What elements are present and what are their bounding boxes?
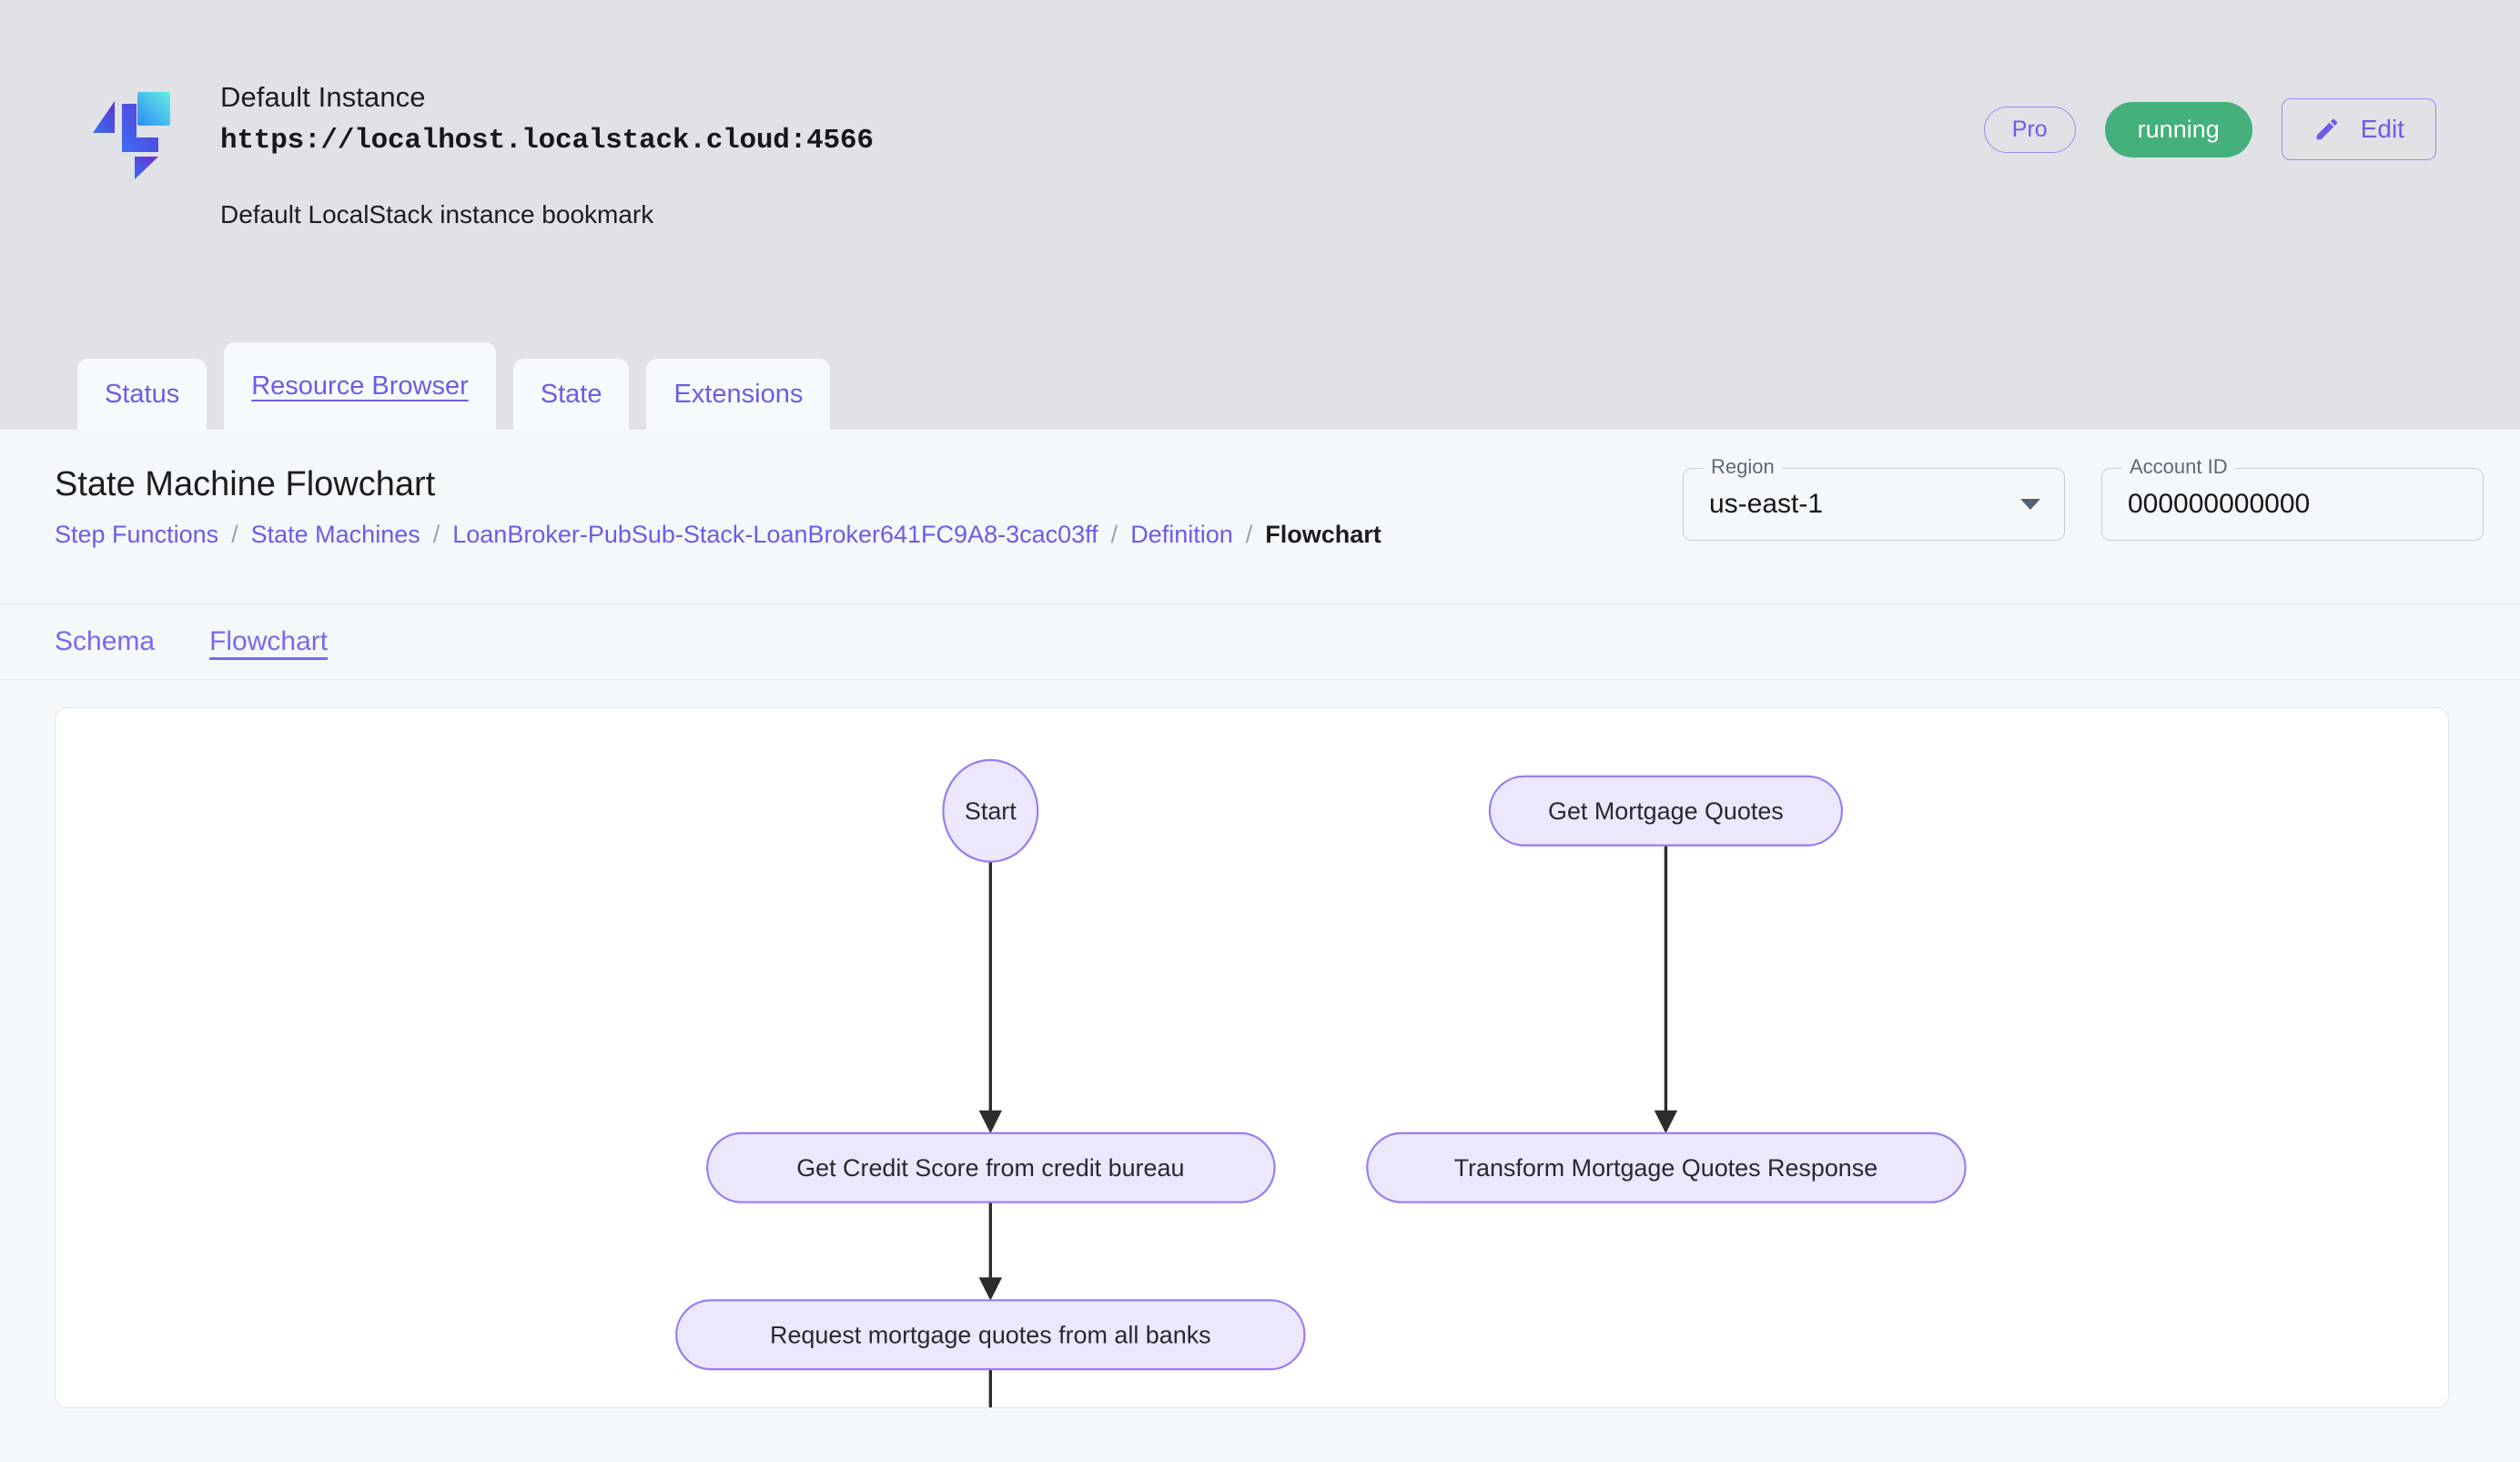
pencil-icon — [2313, 116, 2341, 143]
account-id-label: Account ID — [2122, 455, 2235, 479]
flow-node-request-quotes-label: Request mortgage quotes from all banks — [770, 1321, 1211, 1348]
tab-extensions-label: Extensions — [673, 379, 804, 409]
flow-node-transform-response-label: Transform Mortgage Quotes Response — [1454, 1154, 1878, 1182]
tab-state[interactable]: State — [512, 359, 630, 430]
instance-name: Default Instance — [220, 81, 426, 113]
tab-extensions[interactable]: Extensions — [646, 359, 831, 430]
flow-node-credit-score[interactable]: Get Credit Score from credit bureau — [706, 1132, 1276, 1203]
breadcrumb-item-definition[interactable]: Definition — [1130, 520, 1233, 548]
breadcrumb-separator: / — [231, 520, 238, 548]
flow-node-get-mortgage-quotes-label: Get Mortgage Quotes — [1548, 797, 1784, 825]
account-id-value: 000000000000 — [2128, 489, 2311, 519]
flowchart-card[interactable]: Start Get Credit Score from credit burea… — [55, 707, 2449, 1408]
selectors: Region us-east-1 Account ID 000000000000 — [1683, 455, 2484, 541]
chevron-down-icon[interactable] — [2020, 499, 2040, 510]
header-actions: Pro running Edit — [1983, 98, 2436, 160]
region-label: Region — [1704, 455, 1782, 479]
edit-button[interactable]: Edit — [2281, 98, 2436, 160]
page-title: State Machine Flowchart — [55, 465, 436, 503]
breadcrumb-item-state-machines[interactable]: State Machines — [250, 520, 420, 548]
region-value: us-east-1 — [1709, 489, 1824, 519]
main-tab-strip: Status Resource Browser State Extensions — [0, 342, 2520, 430]
flowchart-canvas-wrapper: Start Get Credit Score from credit burea… — [0, 680, 2520, 1450]
status-badge[interactable]: running — [2104, 101, 2252, 157]
localstack-logo-icon — [87, 87, 175, 182]
flow-node-start[interactable]: Start — [942, 758, 1039, 863]
account-id-field[interactable]: Account ID 000000000000 — [2101, 455, 2484, 541]
page-header: State Machine Flowchart Step Functions /… — [0, 430, 2520, 604]
breadcrumb-separator: / — [1245, 520, 1253, 548]
flow-edges — [978, 845, 1678, 1407]
breadcrumb-separator: / — [432, 520, 440, 548]
flow-node-transform-response[interactable]: Transform Mortgage Quotes Response — [1366, 1132, 1967, 1203]
subtab-flowchart[interactable]: Flowchart — [209, 626, 329, 656]
edit-button-label: Edit — [2360, 115, 2404, 143]
sub-tab-strip: Schema Flowchart — [0, 604, 2520, 680]
tab-state-label: State — [540, 379, 602, 409]
tab-status-label: Status — [105, 379, 180, 409]
subtab-schema[interactable]: Schema — [55, 626, 156, 656]
pro-badge[interactable]: Pro — [1983, 106, 2076, 153]
breadcrumb: Step Functions / State Machines / LoanBr… — [55, 521, 2520, 549]
instance-url: https://localhost.localstack.cloud:4566 — [220, 124, 874, 157]
tab-status[interactable]: Status — [77, 359, 207, 430]
breadcrumb-item-state-machine-name[interactable]: LoanBroker-PubSub-Stack-LoanBroker641FC9… — [452, 520, 1098, 548]
flow-node-start-label: Start — [965, 797, 1017, 825]
tab-resource-browser-label: Resource Browser — [251, 371, 469, 401]
breadcrumb-item-flowchart: Flowchart — [1265, 520, 1381, 548]
flow-node-get-mortgage-quotes[interactable]: Get Mortgage Quotes — [1488, 775, 1843, 847]
flow-node-credit-score-label: Get Credit Score from credit bureau — [796, 1154, 1184, 1182]
region-select[interactable]: Region us-east-1 — [1683, 455, 2065, 541]
tab-resource-browser[interactable]: Resource Browser — [224, 342, 496, 430]
flow-node-request-quotes[interactable]: Request mortgage quotes from all banks — [675, 1299, 1306, 1371]
instance-description: Default LocalStack instance bookmark — [220, 199, 654, 228]
flowchart-svg[interactable]: Start Get Credit Score from credit burea… — [56, 708, 2448, 1407]
breadcrumb-item-step-functions[interactable]: Step Functions — [55, 520, 219, 548]
breadcrumb-separator: / — [1110, 520, 1118, 548]
instance-header: Default Instance https://localhost.local… — [0, 0, 2520, 430]
